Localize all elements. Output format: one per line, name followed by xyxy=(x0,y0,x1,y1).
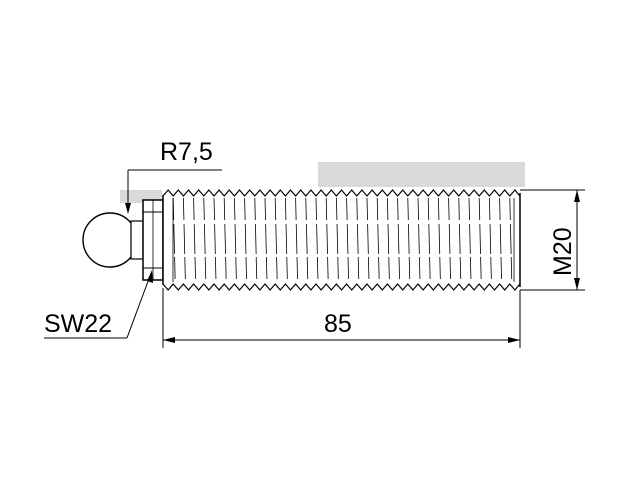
thread-line xyxy=(213,197,217,283)
thread-line xyxy=(172,197,176,283)
thread-line xyxy=(407,197,411,283)
thread-line xyxy=(387,197,390,283)
wrench-size-callout: SW22 xyxy=(44,270,153,339)
thread-line xyxy=(346,197,349,283)
thread-line xyxy=(489,197,492,283)
thread-line xyxy=(223,197,227,283)
thread-line xyxy=(356,197,360,283)
thread-line xyxy=(438,197,441,283)
thread-line xyxy=(305,197,309,283)
thread-line xyxy=(264,197,268,283)
thread-line xyxy=(468,197,472,283)
thread-line xyxy=(376,197,380,283)
threaded-shaft xyxy=(162,189,521,291)
hex-collar xyxy=(142,199,164,281)
wrench-size-label: SW22 xyxy=(44,310,112,338)
thread-line xyxy=(478,197,482,283)
thread-line xyxy=(366,197,370,283)
thread-label: M20 xyxy=(549,227,577,276)
thread-line xyxy=(203,197,207,283)
thread-line xyxy=(285,197,288,283)
length-label: 85 xyxy=(324,310,352,338)
thread-line xyxy=(183,197,186,283)
thread-line xyxy=(458,197,462,283)
radius-callout: R7,5 xyxy=(125,138,222,214)
thread-line xyxy=(499,197,502,283)
thread-line xyxy=(448,197,451,283)
thread-dimension: M20 xyxy=(520,189,585,291)
length-dimension: 85 xyxy=(162,288,521,348)
thread-line xyxy=(509,197,513,283)
thread-line xyxy=(244,197,247,283)
thread-line xyxy=(427,197,431,283)
ball-neck xyxy=(130,220,144,260)
thread-line xyxy=(274,197,278,283)
ball-head xyxy=(82,212,138,268)
thread-line xyxy=(417,197,421,283)
thread-line xyxy=(397,197,400,283)
radius-label: R7,5 xyxy=(160,138,213,166)
thread-line xyxy=(234,197,237,283)
thread-line xyxy=(315,197,319,283)
thread-line xyxy=(254,197,258,283)
thread-line xyxy=(325,197,329,283)
thread-line xyxy=(295,197,298,283)
thread-line xyxy=(193,197,196,283)
thread-line xyxy=(336,197,339,283)
